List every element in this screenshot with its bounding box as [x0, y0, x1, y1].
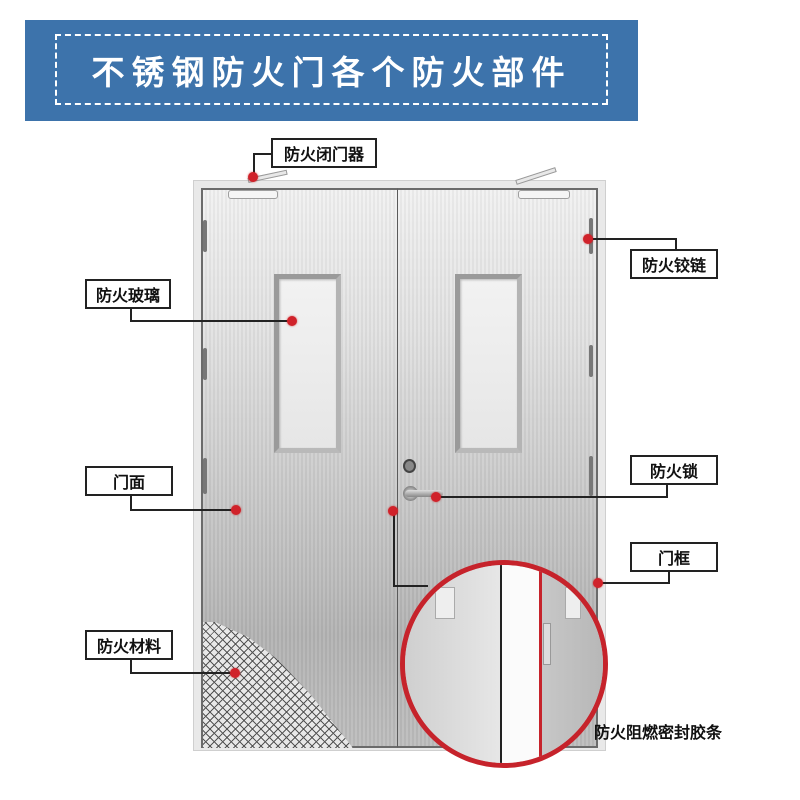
label-door-frame: 门框: [630, 542, 718, 572]
fire-glass-window-left: [274, 274, 341, 453]
leader-line-surface: [130, 509, 236, 511]
leader-line-lock: [436, 496, 668, 498]
lock-cylinder-icon: [403, 459, 416, 473]
fire-glass-window-right: [455, 274, 522, 453]
page-title: 不锈钢防火门各个防火部件: [91, 52, 572, 92]
marker-glass: [287, 316, 297, 326]
leader-line-material: [130, 658, 132, 674]
leader-line-glass: [130, 320, 292, 322]
seal-strip-zoom-circle: [400, 560, 608, 768]
zoom-lock-icon: [543, 623, 551, 665]
label-seal-strip: 防火阻燃密封胶条: [594, 723, 723, 742]
title-banner: 不锈钢防火门各个防火部件: [25, 20, 638, 121]
hinge-icon: [589, 345, 593, 377]
hinge-icon: [203, 220, 207, 252]
leader-line-material: [130, 672, 234, 674]
door-handle-icon: [405, 490, 443, 497]
hinge-icon: [203, 348, 207, 380]
leader-line-closer: [253, 153, 273, 155]
marker-surface: [231, 505, 241, 515]
label-fire-material: 防火材料: [85, 630, 173, 660]
marker-lock: [431, 492, 441, 502]
hinge-icon: [589, 456, 593, 496]
leader-line-surface: [130, 495, 132, 510]
label-door-closer: 防火闭门器: [271, 138, 377, 168]
label-door-surface: 门面: [85, 466, 173, 496]
leader-line-lock: [666, 483, 668, 498]
label-fire-glass: 防火玻璃: [85, 279, 171, 309]
marker-frame: [593, 578, 603, 588]
leader-line-hinge: [675, 238, 677, 249]
door-closer-body-left: [228, 190, 278, 199]
hinge-icon: [203, 458, 207, 494]
leader-line-frame: [668, 570, 670, 584]
label-hinge: 防火铰链: [630, 249, 718, 279]
marker-hinge: [583, 234, 593, 244]
leader-line-closer: [253, 153, 255, 180]
marker-seal: [388, 506, 398, 516]
leader-line-hinge: [590, 238, 677, 240]
marker-closer: [248, 172, 258, 182]
marker-material: [230, 668, 240, 678]
label-fire-lock: 防火锁: [630, 455, 718, 485]
leader-line-glass: [130, 307, 132, 321]
title-dashed-border: 不锈钢防火门各个防火部件: [55, 34, 608, 105]
seal-strip-line: [539, 565, 542, 763]
leader-line-frame: [598, 582, 670, 584]
door-closer-body-right: [518, 190, 570, 199]
zoom-window-right: [565, 587, 581, 619]
zoom-door-gap: [500, 565, 541, 763]
leader-line-seal: [393, 512, 395, 587]
zoom-window-left: [435, 587, 455, 619]
